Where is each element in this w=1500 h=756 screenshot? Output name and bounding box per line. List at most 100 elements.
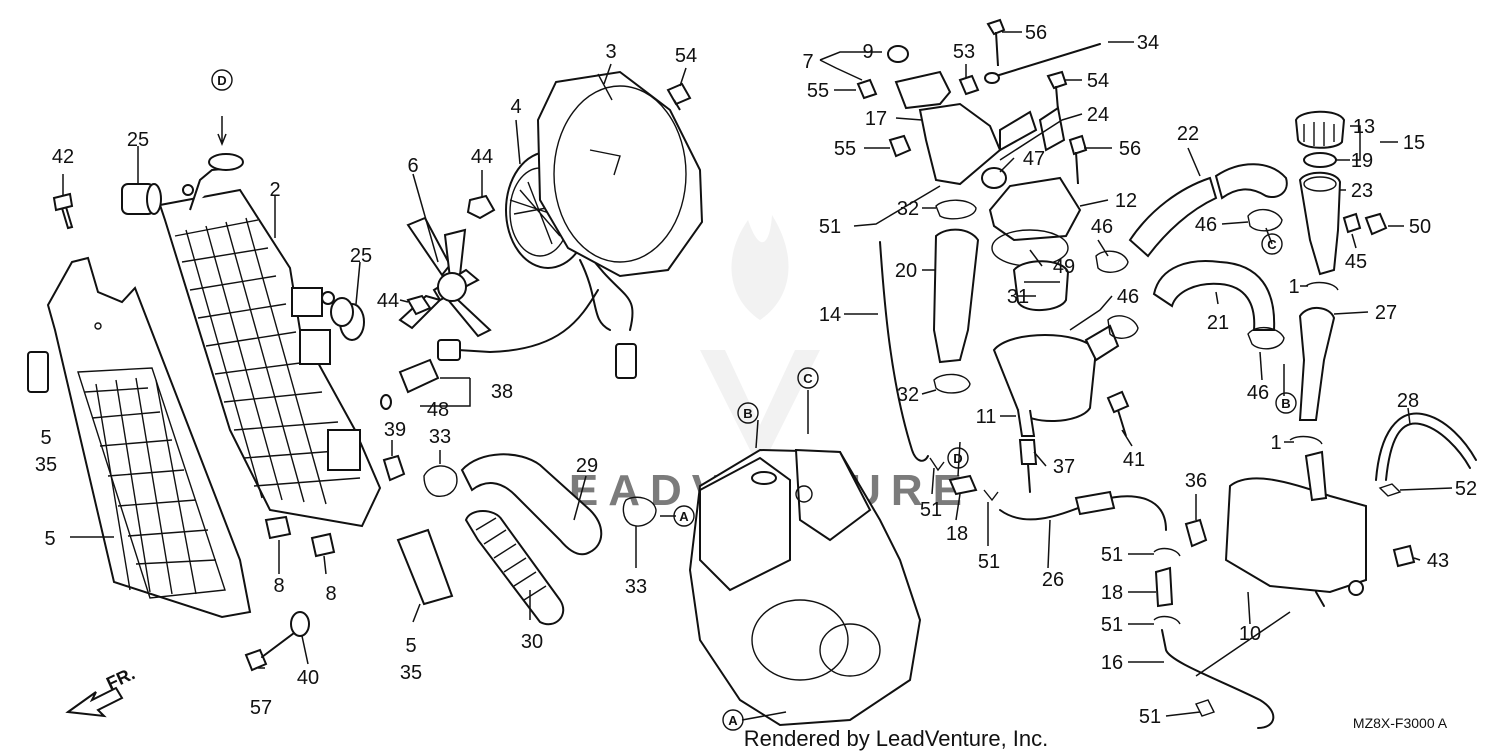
clamp-46d: [1247, 327, 1285, 350]
hose-29: [460, 453, 603, 556]
nut-50: [1364, 212, 1388, 236]
wire-34: [984, 43, 1101, 84]
svg-text:D: D: [217, 73, 226, 88]
clamp-46a: [1095, 250, 1129, 273]
hose-14: [879, 241, 929, 462]
hose-28: [1375, 412, 1477, 481]
callout-51: 51: [1101, 544, 1123, 566]
callout-33: 33: [429, 426, 451, 448]
grommet-39: [382, 454, 406, 482]
radiator-cushion-25b: [330, 297, 365, 341]
o-ring-47: [981, 167, 1007, 189]
callout-24: 24: [1087, 104, 1109, 126]
callout-35: 35: [400, 662, 422, 684]
drain-plug-8b: [310, 532, 336, 558]
callout-1: 1: [1270, 432, 1281, 454]
callout-48: 48: [427, 399, 449, 421]
callout-21: 21: [1207, 312, 1229, 334]
callout-27: 27: [1375, 302, 1397, 324]
svg-text:D: D: [953, 451, 962, 466]
engine: [688, 448, 922, 727]
bolt-57: [244, 629, 299, 672]
callout-23: 23: [1351, 180, 1373, 202]
callout-28: 28: [1397, 390, 1419, 412]
callout-10: 10: [1239, 623, 1261, 645]
thermo-switch-38: [380, 358, 440, 410]
callout-57: 57: [250, 697, 272, 719]
callout-4: 4: [510, 96, 521, 118]
drain-plug-8a: [264, 515, 292, 540]
clamp-33b: [622, 496, 657, 527]
callout-55: 55: [807, 80, 829, 102]
callout-35: 35: [35, 454, 57, 476]
pump-body-11: [992, 324, 1120, 437]
callout-54: 54: [1087, 70, 1109, 92]
front-label: FR.: [103, 663, 138, 693]
callout-19: 19: [1351, 150, 1373, 172]
diagram-code: MZ8X-F3000 A: [1353, 715, 1448, 731]
clamp-32a: [935, 199, 977, 220]
callout-56: 56: [1119, 138, 1141, 160]
grommet-36: [1184, 518, 1208, 548]
bolt-56b: [1068, 134, 1088, 185]
clamp-52: [1378, 483, 1402, 497]
reference-letters: D B C A D C B A: [211, 69, 1297, 731]
callout-8: 8: [325, 583, 336, 605]
svg-text:C: C: [803, 371, 813, 386]
front-arrow: FR.: [65, 663, 138, 718]
callout-1: 1: [1288, 276, 1299, 298]
callout-numbers: 42 25 2 25 5 35 5 8 8 57 40 5 35 6 4 44 …: [35, 22, 1477, 728]
callout-50: 50: [1409, 216, 1431, 238]
bolt-55b: [888, 134, 912, 158]
thermostat-31: [1012, 260, 1070, 311]
bracket-24: [1038, 106, 1066, 152]
leader-lines: [62, 31, 1453, 721]
callout-34: 34: [1137, 32, 1159, 54]
ref-B-hose: B: [1275, 392, 1297, 414]
callout-37: 37: [1053, 456, 1075, 478]
svg-text:A: A: [728, 713, 738, 728]
callout-7: 7: [802, 51, 813, 73]
shroud-grommet-5: [396, 528, 454, 606]
callout-6: 6: [407, 155, 418, 177]
clamp-1a: [1305, 281, 1339, 291]
callout-25: 25: [350, 245, 372, 267]
callout-17: 17: [865, 108, 887, 130]
callout-9: 9: [862, 41, 873, 63]
callout-32: 32: [897, 384, 919, 406]
callout-16: 16: [1101, 652, 1123, 674]
bolt-41: [1106, 390, 1130, 437]
bolt-45: [1342, 212, 1362, 234]
callout-26: 26: [1042, 569, 1064, 591]
callout-39: 39: [384, 419, 406, 441]
clamp-51f: [1195, 699, 1215, 717]
callout-46: 46: [1091, 216, 1113, 238]
callout-45: 45: [1345, 251, 1367, 273]
callout-44: 44: [471, 146, 493, 168]
clamp-46b: [1107, 315, 1139, 339]
clamp-33a: [423, 465, 458, 497]
bolt-53: [958, 74, 980, 96]
clamp-51d: [1153, 547, 1181, 557]
hose-27: [1298, 307, 1336, 421]
reservoir-tank-10: [1224, 450, 1367, 607]
clamp-32b: [933, 373, 971, 394]
filler-neck-7: [856, 45, 952, 110]
callout-33: 33: [625, 576, 647, 598]
ref-C-hose: C: [1261, 233, 1283, 255]
ref-A-engine: A: [722, 709, 744, 731]
ref-C-engine: C: [797, 367, 819, 389]
clamp-51e: [1153, 615, 1181, 625]
clamp-46c: [1247, 209, 1283, 232]
callout-51: 51: [819, 216, 841, 238]
svg-text:C: C: [1267, 237, 1277, 252]
shroud-cushion: [27, 351, 49, 393]
ref-B-engine: B: [737, 402, 759, 424]
fitting-18a: [948, 474, 978, 496]
hose-30: [464, 510, 565, 626]
hose-20: [932, 228, 980, 364]
callout-8: 8: [273, 575, 284, 597]
callout-14: 14: [819, 304, 841, 326]
callout-55: 55: [834, 138, 856, 160]
